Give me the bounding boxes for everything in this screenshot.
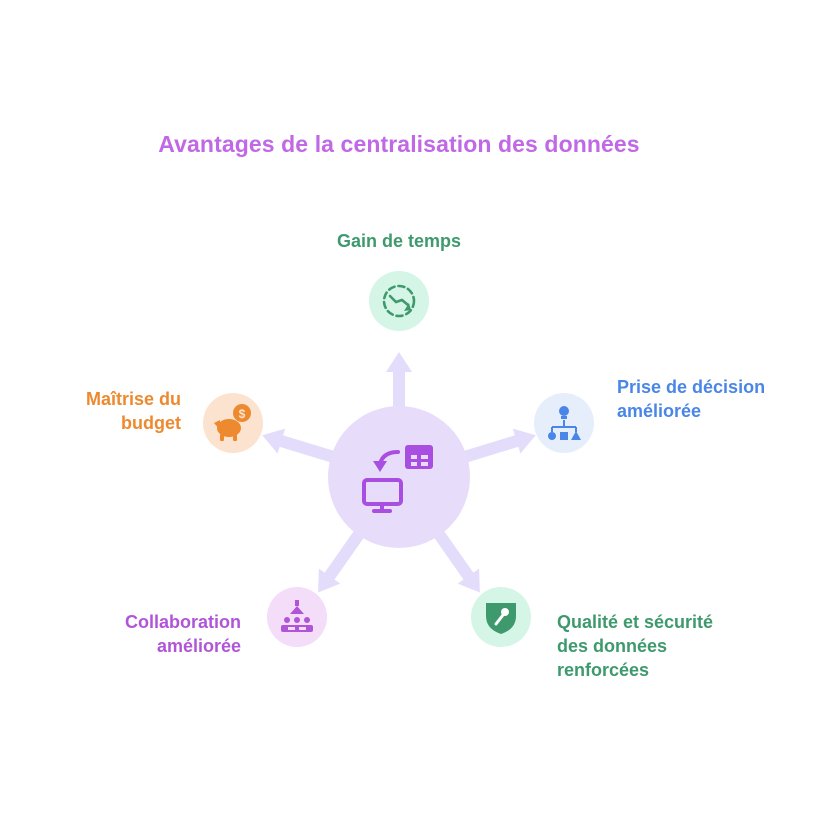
hierarchy-icon [548,406,581,440]
label-quality-line-3: renforcées [557,660,650,680]
data-sync-icon [362,445,433,513]
label-budget: Maîtrise du budget [30,387,181,435]
piggy-bank-icon: $ [214,404,251,441]
shield-icon [486,603,516,634]
label-decision: Prise de décision améliorée [617,375,827,423]
team-meeting-icon [281,600,313,632]
node-budget: $ [203,393,263,453]
label-budget-line-2: budget [121,413,181,433]
label-decision-line-1: Prise de décision [617,377,766,397]
arrows [262,352,536,593]
label-time: Gain de temps [299,229,499,253]
svg-text:$: $ [239,407,246,421]
label-decision-line-2: améliorée [617,401,702,421]
hub [328,406,470,548]
label-collab-line-2: améliorée [156,636,241,656]
arrow-to-time [386,352,412,413]
arrow-to-decision [460,428,536,464]
label-time-text: Gain de temps [336,231,462,251]
label-quality-line-1: Qualité et sécurité [557,612,714,632]
label-collab-line-1: Collaboration [125,612,241,632]
label-collab: Collaboration améliorée [60,610,241,658]
diagram-title: Avantages de la centralisation des donné… [158,131,640,157]
node-decision [534,393,594,453]
node-time [369,271,429,331]
node-quality [471,587,531,647]
hub-circle [328,406,470,548]
clock-refresh-icon [382,284,416,318]
arrow-to-quality [431,527,480,593]
label-quality-line-2: des données [557,636,668,656]
node-collab [267,587,327,647]
arrow-to-budget [262,428,339,464]
label-quality: Qualité et sécurité des données renforcé… [557,610,787,682]
label-budget-line-1: Maîtrise du [85,389,181,409]
arrow-to-collab [318,527,367,593]
